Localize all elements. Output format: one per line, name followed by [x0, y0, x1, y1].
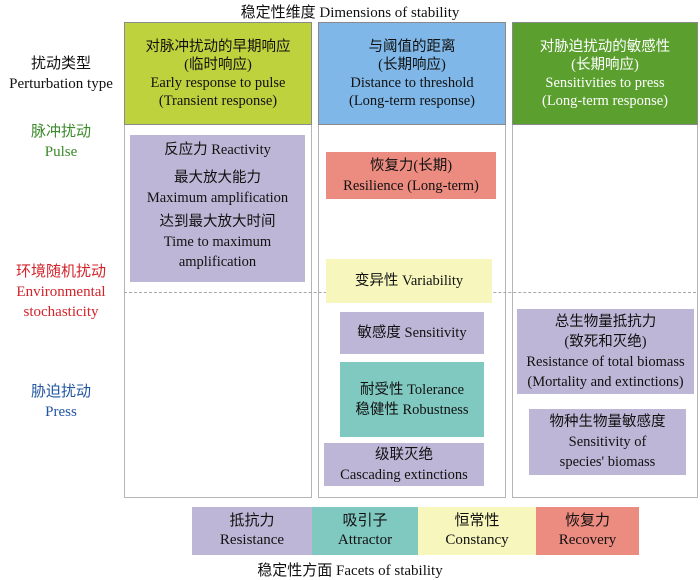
species-biomass-box: 物种生物量敏感度 Sensitivity of species' biomass — [529, 409, 686, 475]
column-header-transient-line-2: (临时响应) — [184, 56, 252, 73]
column-header-transient-line-1: 对脉冲扰动的早期响应 — [145, 38, 291, 55]
sensitivity-label: 敏感度 Sensitivity — [357, 325, 467, 341]
legend-resistance-en: Resistance — [219, 532, 285, 548]
total-biomass-cn-1: 总生物量抵抗力 — [554, 313, 657, 330]
variability-label: 变异性 Variability — [354, 273, 464, 289]
total-biomass-box: 总生物量抵抗力 (致死和灭绝) Resistance of total biom… — [517, 309, 694, 394]
cascading-cn: 级联灭绝 — [375, 446, 433, 463]
species-biomass-cn: 物种生物量敏感度 — [549, 414, 666, 430]
row-label-environmental-en-1: Environmental — [16, 284, 106, 300]
sensitivity-box: 敏感度 Sensitivity — [340, 312, 484, 354]
time-to-max-en-2: amplification — [178, 254, 257, 270]
row-label-pulse-cn: 脉冲扰动 — [30, 124, 91, 140]
legend-recovery-cn: 恢复力 — [564, 513, 610, 529]
tolerance-label: 耐受性 Tolerance — [359, 381, 465, 398]
column-header-press: 对胁迫扰动的敏感性 (长期响应) Sensitivities to press … — [512, 22, 698, 125]
legend-attractor-en: Attractor — [337, 532, 393, 548]
reactivity-box: 反应力 Reactivity 最大放大能力 Maximum amplificat… — [130, 135, 305, 282]
row-label-environmental-en-2: stochasticity — [23, 304, 99, 320]
row-label-pulse: 脉冲扰动 Pulse — [0, 122, 122, 162]
column-header-press-line-3: Sensitivities to press — [545, 74, 665, 91]
legend-resistance-cn: 抵抗力 — [229, 513, 275, 529]
column-header-distance-line-1: 与阈值的距离 — [368, 38, 456, 55]
time-to-max-cn: 达到最大放大时间 — [159, 214, 276, 230]
variability-box: 变异性 Variability — [326, 259, 492, 303]
row-label-environmental-cn: 环境随机扰动 — [15, 264, 106, 280]
legend-attractor: 吸引子 Attractor — [312, 507, 418, 555]
column-header-press-line-2: (长期响应) — [571, 56, 639, 73]
row-label-press-en: Press — [45, 404, 77, 420]
legend-resistance: 抵抗力 Resistance — [192, 507, 312, 555]
resilience-en: Resilience (Long-term) — [343, 177, 479, 194]
column-header-distance: 与阈值的距离 (长期响应) Distance to threshold (Lon… — [318, 22, 506, 125]
total-biomass-en-2: (Mortality and extinctions) — [527, 373, 684, 390]
resilience-box: 恢复力(长期) Resilience (Long-term) — [326, 152, 496, 199]
robustness-label: 稳健性 Robustness — [355, 401, 469, 418]
row-label-perturbation-en: Perturbation type — [9, 76, 113, 92]
total-biomass-cn-2: (致死和灭绝) — [564, 333, 647, 350]
column-header-press-line-4: (Long-term response) — [541, 92, 669, 109]
column-header-transient: 对脉冲扰动的早期响应 (临时响应) Early response to puls… — [124, 22, 312, 125]
column-header-transient-line-3: Early response to pulse — [150, 74, 286, 91]
row-label-environmental: 环境随机扰动 Environmental stochasticity — [0, 262, 122, 322]
row-label-perturbation: 扰动类型 Perturbation type — [0, 54, 122, 94]
legend-recovery: 恢复力 Recovery — [536, 507, 639, 555]
row-label-pulse-en: Pulse — [44, 144, 78, 160]
legend-recovery-en: Recovery — [558, 532, 617, 548]
column-header-distance-line-4: (Long-term response) — [348, 92, 476, 109]
diagram-title: 稳定性维度 Dimensions of stability — [240, 5, 460, 21]
row-label-perturbation-cn: 扰动类型 — [30, 56, 91, 72]
time-to-max-en-1: Time to maximum — [163, 234, 272, 250]
resilience-cn: 恢复力(长期) — [369, 157, 453, 174]
reactivity-label: 反应力 Reactivity — [164, 142, 271, 158]
cascading-box: 级联灭绝 Cascading extinctions — [324, 443, 484, 486]
row-label-press-cn: 胁迫扰动 — [30, 384, 91, 400]
legend-constancy-en: Constancy — [445, 532, 509, 548]
footer-caption: 稳定性方面 Facets of stability — [257, 563, 443, 579]
max-amplification-cn: 最大放大能力 — [174, 170, 261, 186]
tolerance-box: 耐受性 Tolerance 稳健性 Robustness — [340, 362, 484, 437]
max-amplification-en: Maximum amplification — [146, 190, 289, 206]
row-label-press: 胁迫扰动 Press — [0, 382, 122, 422]
column-header-press-line-1: 对胁迫扰动的敏感性 — [539, 38, 671, 55]
column-header-distance-line-2: (长期响应) — [378, 56, 446, 73]
legend-constancy-cn: 恒常性 — [454, 513, 500, 529]
cascading-en: Cascading extinctions — [340, 466, 468, 483]
legend-constancy: 恒常性 Constancy — [418, 507, 536, 555]
column-header-transient-line-4: (Transient response) — [158, 92, 278, 109]
legend-attractor-cn: 吸引子 — [342, 513, 388, 529]
total-biomass-en-1: Resistance of total biomass — [526, 353, 685, 370]
column-header-distance-line-3: Distance to threshold — [350, 74, 474, 91]
species-biomass-en-1: Sensitivity of — [568, 434, 647, 450]
species-biomass-en-2: species' biomass — [559, 454, 656, 470]
